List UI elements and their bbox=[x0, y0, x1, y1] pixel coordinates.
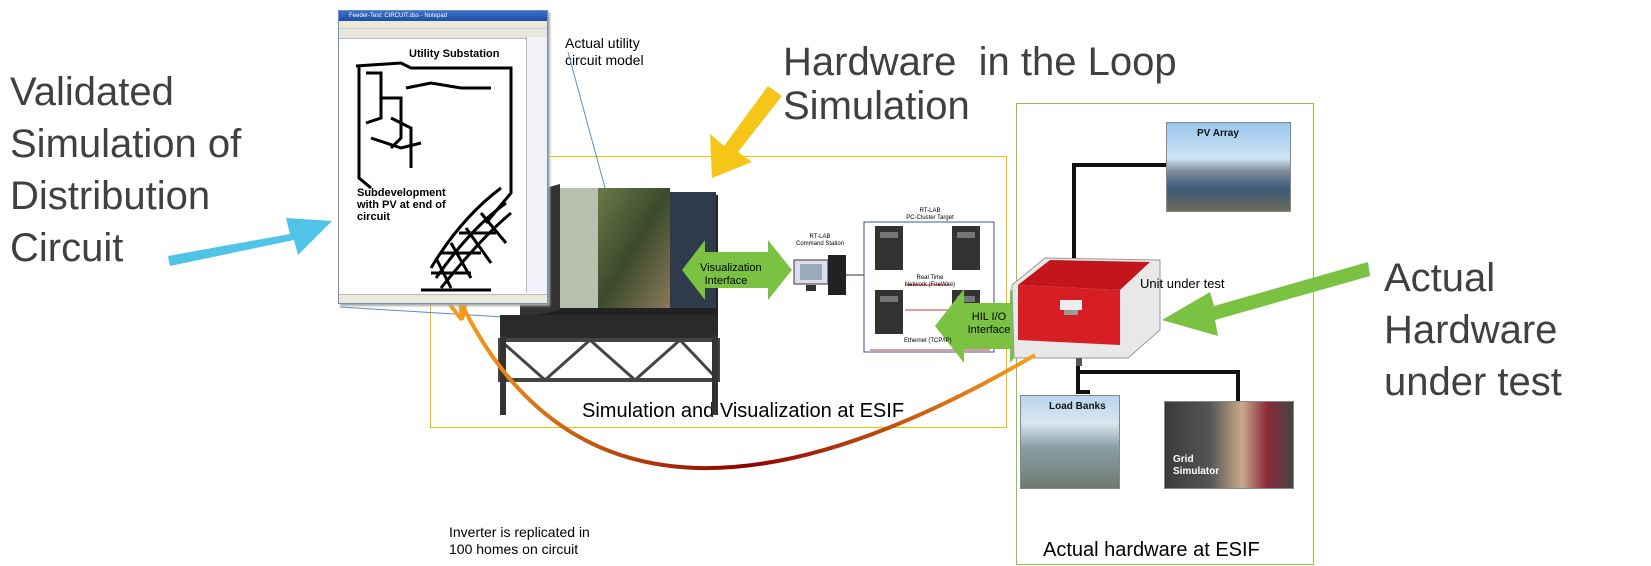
replication-arc bbox=[453, 289, 1037, 470]
left-label: Validated Simulation of Distribution Cir… bbox=[10, 66, 241, 274]
yellow-arrow bbox=[710, 86, 782, 178]
visualization-interface-label: Visualization Interface bbox=[700, 262, 762, 288]
note-line: 100 homes on circuit bbox=[449, 541, 579, 557]
pv-array-label: PV Array bbox=[1197, 128, 1239, 139]
left-label-line: Circuit bbox=[10, 226, 124, 270]
note-line: circuit model bbox=[565, 52, 644, 68]
unit-under-test-label: Unit under test bbox=[1140, 276, 1225, 291]
label-line: PC-Cluster Target bbox=[906, 215, 954, 221]
left-label-line: Simulation of bbox=[10, 122, 242, 166]
left-label-line: Distribution bbox=[10, 174, 211, 218]
utility-substation-label: Utility Substation bbox=[409, 48, 500, 60]
green-arrow bbox=[1162, 262, 1370, 336]
circuit-model-note: Actual utility circuit model bbox=[565, 35, 644, 69]
circuit-window: Feeder-Test: CIRCUIT.dss - Notepad Utili… bbox=[338, 10, 548, 304]
label-line: Network (FireWire) bbox=[904, 282, 956, 288]
command-station bbox=[793, 255, 846, 295]
rtlab-station-label: RT-LAB Command Station bbox=[790, 234, 850, 248]
label-line: Grid bbox=[1173, 454, 1194, 465]
hil-title-line: Simulation bbox=[783, 84, 970, 128]
right-label-line: Actual bbox=[1384, 256, 1496, 300]
label-line: RT-LAB bbox=[919, 208, 941, 214]
window-titlebar: Feeder-Test: CIRCUIT.dss - Notepad bbox=[339, 11, 547, 21]
hil-io-label: HIL I/O Interface bbox=[960, 311, 1018, 337]
label-line: Visualization bbox=[700, 262, 762, 274]
window-statusbar bbox=[339, 294, 547, 303]
label-line: Command Station bbox=[795, 241, 845, 247]
inverter-unit bbox=[1011, 257, 1161, 366]
rtlab-cluster-label: RT-LAB PC-Cluster Target bbox=[895, 208, 965, 222]
grid-simulator-label: Grid Simulator bbox=[1173, 454, 1219, 478]
right-label: Actual Hardware under test bbox=[1384, 252, 1562, 408]
label-line: with PV at end of bbox=[357, 199, 446, 211]
inverter-note: Inverter is replicated in 100 homes on c… bbox=[449, 524, 590, 558]
blue-arrow bbox=[168, 218, 332, 266]
label-line: Interface bbox=[704, 275, 748, 287]
subdevelopment-label: Subdevelopment with PV at end of circuit bbox=[357, 187, 446, 223]
sim-caption: Simulation and Visualization at ESIF bbox=[582, 400, 905, 422]
cluster-frame bbox=[863, 221, 995, 353]
right-label-line: under test bbox=[1384, 360, 1562, 404]
label-line: Interface bbox=[967, 324, 1011, 336]
circuit-map bbox=[355, 61, 513, 292]
window-menubar bbox=[339, 21, 547, 29]
label-line: HIL I/O bbox=[971, 311, 1007, 323]
load-banks-label: Load Banks bbox=[1049, 401, 1106, 412]
grid-simulator-photo: Grid Simulator bbox=[1164, 401, 1294, 489]
hw-caption: Actual hardware at ESIF bbox=[1043, 539, 1260, 561]
ethernet-label: Ethernet (TCP/IP) bbox=[904, 338, 952, 344]
visualization-double-arrow bbox=[682, 240, 792, 300]
realtime-network-label: Real Time Network (FireWire) bbox=[900, 275, 960, 289]
load-banks-photo: Load Banks bbox=[1020, 395, 1120, 489]
hil-title: Hardware in the Loop Simulation bbox=[783, 40, 1177, 128]
label-line: Real Time bbox=[916, 275, 944, 281]
hil-title-line: Hardware in the Loop bbox=[783, 40, 1177, 84]
label-line: circuit bbox=[357, 211, 391, 223]
window-title: Feeder-Test: CIRCUIT.dss - Notepad bbox=[349, 13, 448, 19]
window-sidebar bbox=[526, 37, 547, 293]
pv-array-photo: PV Array bbox=[1166, 122, 1291, 212]
right-label-line: Hardware bbox=[1384, 308, 1558, 352]
label-line: Simulator bbox=[1173, 466, 1220, 477]
label-line: Subdevelopment bbox=[357, 187, 446, 199]
note-line: Inverter is replicated in bbox=[449, 524, 590, 540]
note-line: Actual utility bbox=[565, 35, 640, 51]
window-toolbar bbox=[339, 29, 547, 39]
label-line: RT-LAB bbox=[809, 234, 831, 240]
left-label-line: Validated bbox=[10, 70, 174, 114]
